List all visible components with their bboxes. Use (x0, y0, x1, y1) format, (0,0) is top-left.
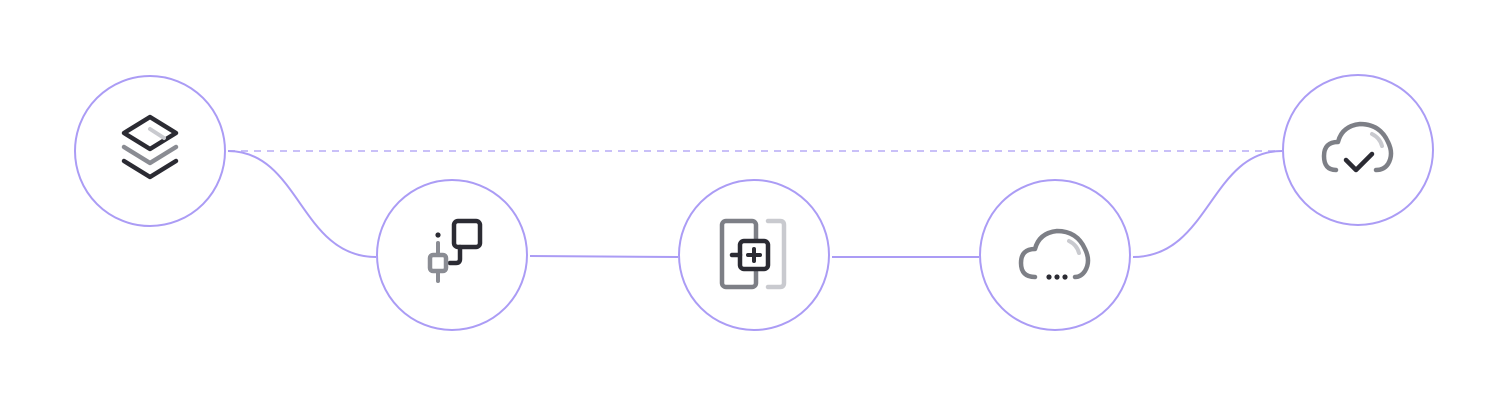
cloud-check-icon (1321, 121, 1394, 173)
node-stack[interactable] (74, 75, 226, 227)
edge-stack-to-connect (227, 150, 377, 258)
node-connect-icon (427, 218, 483, 283)
node-deploy[interactable] (678, 179, 830, 331)
node-cloud-done[interactable] (1282, 74, 1434, 226)
cloud-loading-icon (1018, 228, 1091, 280)
edge-connect-to-deploy (529, 255, 679, 258)
edge-cloud-sync-to-cloud-done (1132, 150, 1283, 258)
node-connect[interactable] (376, 179, 528, 331)
layers-icon (121, 114, 179, 180)
device-add-icon (719, 218, 787, 290)
node-cloud-sync[interactable] (979, 179, 1131, 331)
